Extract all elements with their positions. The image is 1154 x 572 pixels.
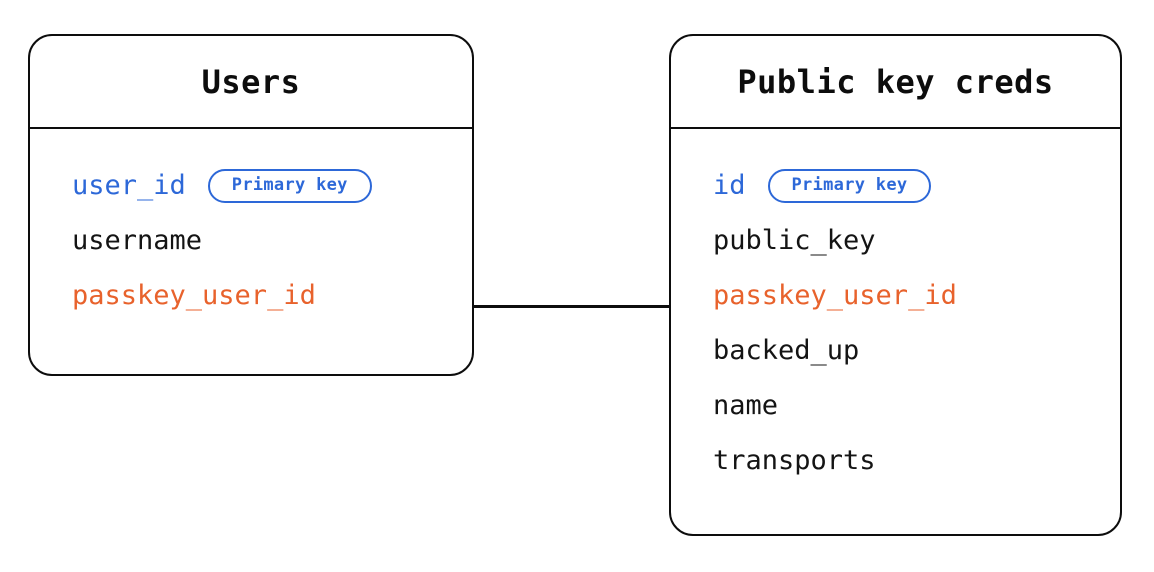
entity-users-field-list: user_id Primary key username passkey_use… xyxy=(30,129,472,323)
entity-users[interactable]: Users user_id Primary key username passk… xyxy=(28,34,474,376)
primary-key-badge: Primary key xyxy=(767,168,932,203)
field-row[interactable]: transports xyxy=(671,433,1120,488)
field-name-name: name xyxy=(713,390,779,421)
primary-key-badge: Primary key xyxy=(207,168,372,203)
field-row[interactable]: user_id Primary key xyxy=(30,158,472,213)
field-row[interactable]: name xyxy=(671,378,1120,433)
field-row[interactable]: public_key xyxy=(671,213,1120,268)
entity-public-key-creds-field-list: id Primary key public_key passkey_user_i… xyxy=(671,129,1120,488)
relationship-connector-line xyxy=(471,305,671,308)
field-row[interactable]: id Primary key xyxy=(671,158,1120,213)
entity-public-key-creds[interactable]: Public key creds id Primary key public_k… xyxy=(669,34,1122,536)
entity-users-title: Users xyxy=(30,36,472,129)
field-row[interactable]: backed_up xyxy=(671,323,1120,378)
field-name-username: username xyxy=(72,225,203,256)
field-name-transports: transports xyxy=(713,445,876,476)
entity-public-key-creds-title: Public key creds xyxy=(671,36,1120,129)
field-row[interactable]: passkey_user_id xyxy=(671,268,1120,323)
field-row[interactable]: username xyxy=(30,213,472,268)
field-name-id: id xyxy=(713,170,746,201)
field-name-passkey-user-id: passkey_user_id xyxy=(713,280,957,311)
field-name-backed-up: backed_up xyxy=(713,335,860,366)
field-row[interactable]: passkey_user_id xyxy=(30,268,472,323)
field-name-public-key: public_key xyxy=(713,225,876,256)
field-name-user-id: user_id xyxy=(72,170,186,201)
field-name-passkey-user-id: passkey_user_id xyxy=(72,280,316,311)
